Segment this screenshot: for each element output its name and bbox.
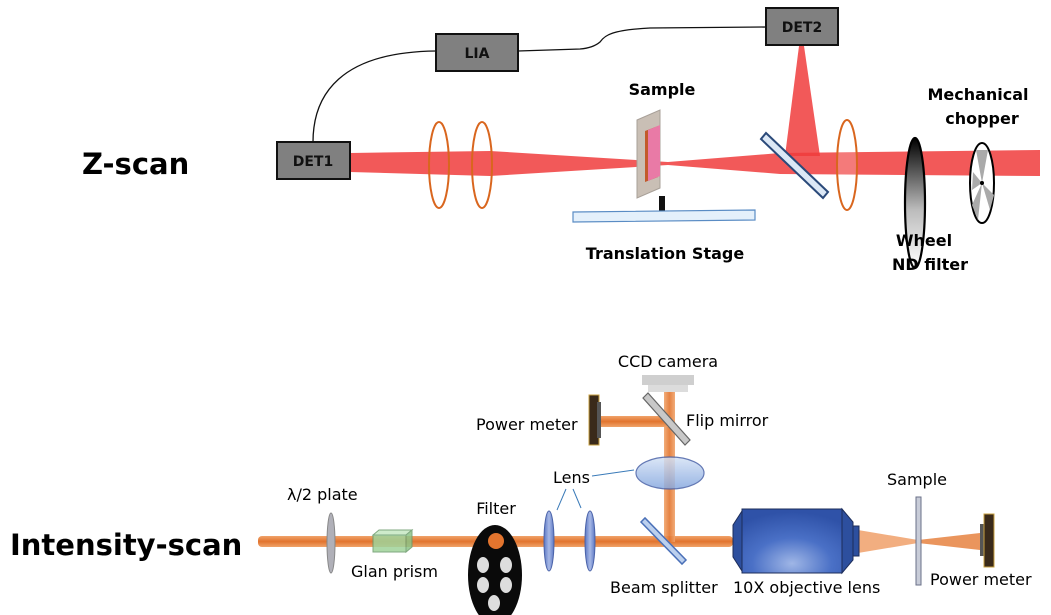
power-meter-top-label: Power meter bbox=[476, 415, 578, 434]
filter-label: Filter bbox=[476, 499, 516, 518]
lens-pointer-arrows bbox=[556, 469, 635, 511]
chopper-label-2: chopper bbox=[945, 109, 1019, 128]
zscan-lens-1 bbox=[428, 121, 450, 209]
glan-prism bbox=[371, 528, 414, 554]
zscan-lens-2 bbox=[471, 121, 493, 209]
iscan-lens-3 bbox=[635, 456, 705, 490]
ccd-camera-label: CCD camera bbox=[618, 352, 718, 371]
iscan-sample bbox=[915, 496, 922, 586]
det2-label: DET2 bbox=[782, 20, 822, 36]
zscan-section-label: Z-scan bbox=[82, 147, 189, 181]
nd-filter-label-1: Wheel bbox=[896, 231, 952, 250]
power-meter-top bbox=[588, 394, 601, 446]
power-meter-bottom bbox=[980, 513, 995, 568]
iscan-beam-to-power-meter bbox=[598, 416, 670, 427]
zscan-laser-beam bbox=[350, 150, 1040, 176]
cable-det1-lia bbox=[312, 50, 437, 143]
nd-filter-label-2: ND filter bbox=[892, 255, 968, 274]
zscan-lens-3 bbox=[836, 119, 858, 211]
power-meter-bottom-label: Power meter bbox=[930, 570, 1032, 589]
iscan-sample-label: Sample bbox=[887, 470, 947, 489]
objective-lens bbox=[732, 507, 860, 575]
mechanical-chopper bbox=[969, 142, 995, 224]
objective-lens-label: 10X objective lens bbox=[733, 578, 880, 597]
iscan-beam-splitter bbox=[639, 516, 688, 566]
det1-box: DET1 bbox=[276, 141, 351, 180]
half-wave-plate-label: λ/2 plate bbox=[287, 485, 358, 504]
flip-mirror bbox=[642, 392, 691, 446]
flip-mirror-label: Flip mirror bbox=[686, 411, 769, 430]
zscan-sample-label: Sample bbox=[629, 80, 696, 99]
iscan-diverging-beam bbox=[918, 533, 980, 550]
glan-prism-label: Glan prism bbox=[351, 562, 438, 581]
det2-box: DET2 bbox=[765, 7, 839, 46]
iscan-focused-beam bbox=[858, 530, 918, 553]
stage-post bbox=[659, 196, 665, 214]
iscan-lens-2 bbox=[584, 510, 596, 572]
lia-label: LIA bbox=[465, 46, 490, 62]
zscan-reflected-beam bbox=[785, 46, 820, 156]
half-wave-plate bbox=[326, 512, 336, 574]
lens-label: Lens bbox=[553, 468, 590, 487]
filter-wheel bbox=[468, 525, 522, 615]
cable-lia-det2 bbox=[517, 26, 768, 52]
det1-label: DET1 bbox=[293, 154, 333, 170]
lia-box: LIA bbox=[435, 33, 519, 72]
translation-stage bbox=[572, 209, 756, 223]
nd-filter-wheel bbox=[903, 136, 927, 270]
zscan-beam-splitter bbox=[759, 131, 830, 200]
zscan-sample-holder bbox=[636, 109, 665, 214]
ccd-camera bbox=[642, 375, 694, 392]
iscan-lens-1 bbox=[543, 510, 555, 572]
translation-stage-label: Translation Stage bbox=[586, 244, 745, 263]
beam-splitter-label: Beam splitter bbox=[610, 578, 718, 597]
chopper-label-1: Mechanical bbox=[927, 85, 1028, 104]
iscan-section-label: Intensity-scan bbox=[10, 528, 242, 562]
